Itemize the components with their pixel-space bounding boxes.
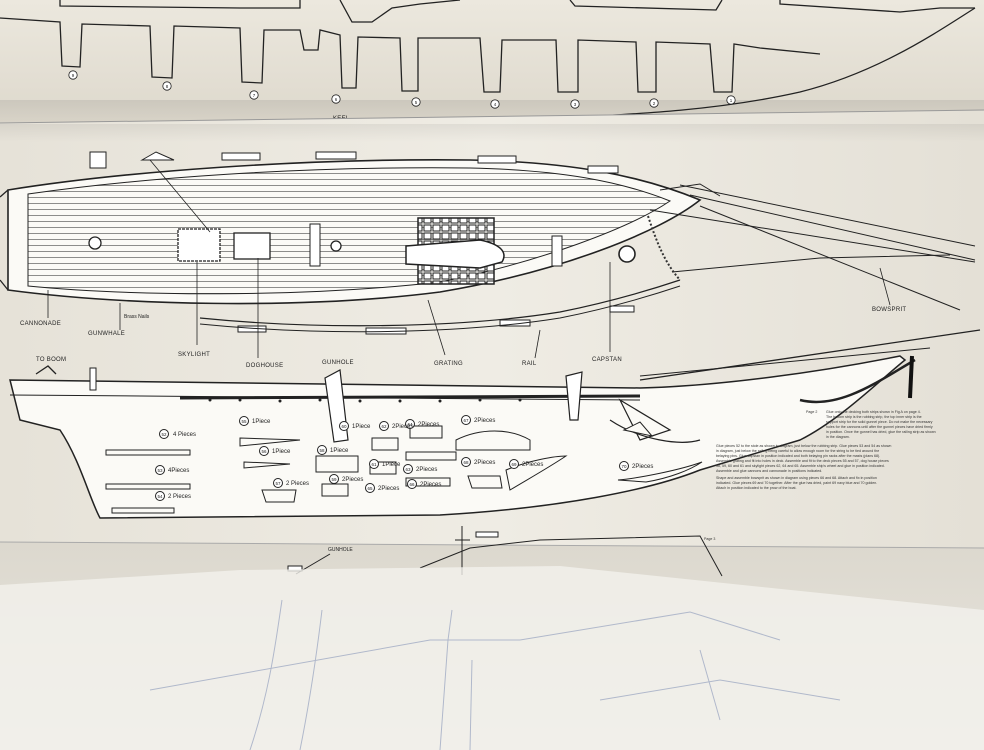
instruction-line-2: The bottom strip is the rubbing strip, t… [826, 415, 922, 419]
part-62-count: 2Pieces [392, 424, 413, 430]
part-53-count: 4Pieces [168, 468, 189, 474]
part-62-no: 62 [381, 424, 387, 429]
part-68-no: 68 [463, 460, 469, 465]
label-brass-nails: Brass Nails [124, 314, 150, 320]
rib-num-4: 4 [494, 102, 497, 107]
part-54-count: 2 Pieces [168, 494, 191, 500]
part-60-count: 1Piece [352, 424, 371, 430]
part-53-no: 53 [157, 468, 163, 473]
instruction-line-7: Glue pieces 52 to the stole as shown in … [716, 444, 891, 448]
rib-numbers: 9 8 7 6 5 4 3 2 1 [72, 73, 733, 107]
label-skylight: SKYLIGHT [178, 352, 210, 358]
part-57-no: 57 [275, 481, 281, 486]
rib-num-2: 2 [653, 101, 656, 106]
part-66-count: 2Pieces [420, 482, 441, 488]
instruction-line-13: Shape and assemble bowsprit as shown in … [716, 476, 877, 480]
instruction-line-1: Glue onto the decking both strips shown … [826, 410, 921, 414]
part-60-no: 60 [341, 424, 347, 429]
part-labels: 4 Pieces 4Pieces 2 Pieces 1Piece 1Piece … [157, 418, 653, 500]
instruction-line-6: in the diagram. [826, 435, 850, 439]
part-56-count: 1Piece [272, 449, 291, 455]
part-58-count: 1Piece [330, 448, 349, 454]
part-63-count: 2Pieces [416, 467, 437, 473]
part-61-count: 1Piece [382, 462, 401, 468]
instruction-line-4: holes for the cannons until after the gu… [826, 425, 933, 429]
part-67-count: 2Pieces [474, 418, 495, 424]
part-65-no: 65 [367, 486, 373, 491]
label-doghouse: DOGHOUSE [246, 363, 283, 369]
main-sheet: 4 Pieces 4Pieces 2 Pieces 1Piece 1Piece … [0, 109, 984, 548]
part-63-no: 63 [405, 467, 411, 472]
rib-num-7: 7 [253, 93, 256, 98]
label-to-boom: TO BOOM [36, 357, 66, 363]
label-rail: RAIL [522, 361, 537, 367]
instruction-line-12: Assemble and glue cannons and cannonade … [716, 469, 822, 473]
deck-plan [0, 151, 976, 359]
parts-set [105, 415, 703, 514]
part-70-count: 2Pieces [632, 464, 653, 470]
rib-num-8: 8 [166, 84, 169, 89]
instruction-line-5: in position. Once the gunnel has dried, … [826, 430, 936, 434]
part-61-no: 61 [371, 462, 377, 467]
label-gunhole: GUNHOLE [322, 360, 354, 366]
instruction-line-14: indicated. Glue pieces 69 and 70 togethe… [716, 481, 877, 485]
part-67-no: 67 [463, 418, 469, 423]
part-66-no: 66 [409, 482, 415, 487]
rib-num-3: 3 [574, 102, 577, 107]
part-70-no: 70 [621, 464, 627, 469]
rib-num-5: 5 [415, 100, 418, 105]
part-69-count: 2Pieces [522, 462, 543, 468]
instructions-block: Page 2 Glue onto the decking both strips… [716, 410, 936, 490]
rib-number-markers [68, 70, 736, 109]
part-57-count: 2 Pieces [286, 481, 309, 487]
label-gunhole-lower: GUNHOLE [328, 547, 353, 553]
deck-labels: CANNONADE GUNWHALE Brass Nails TO BOOM S… [20, 307, 906, 369]
label-cannonade: CANNONADE [20, 321, 61, 327]
part-64-count: 2Pieces [418, 422, 439, 428]
page2-label: Page 2 [806, 410, 817, 414]
part-52-count: 4 Pieces [173, 432, 196, 438]
label-bowsprit: BOWSPRIT [872, 307, 906, 313]
part-68-count: 2Pieces [474, 460, 495, 466]
lower-sheet: GUNHOLE Page 3 [0, 526, 984, 750]
part-56-no: 56 [261, 449, 267, 454]
part-54-no: 54 [157, 494, 163, 499]
part-59-no: 59 [331, 477, 337, 482]
part-52-no: 52 [161, 432, 167, 437]
instruction-line-11: 58, 59, 60 and 61 and skylight pieces 62… [716, 464, 885, 468]
top-sheet: 9 8 7 6 5 4 3 2 1 KEEL [0, 0, 984, 130]
instruction-line-10: Assemble grating and fit into holes in d… [716, 459, 889, 463]
rib-num-6: 6 [335, 97, 338, 102]
part-55-count: 1Piece [252, 419, 271, 425]
part-64-no: 64 [407, 422, 413, 427]
label-gunwhale: GUNWHALE [88, 331, 125, 337]
page3-label: Page 3 [704, 537, 715, 541]
part-65-count: 2Pieces [378, 486, 399, 492]
label-grating: GRATING [434, 361, 463, 367]
rib-num-9: 9 [72, 73, 75, 78]
instruction-line-8: in diagram, just below the railing being… [716, 449, 879, 453]
instruction-line-3: support strip for the solid gunnel piece… [826, 420, 933, 424]
part-58-no: 58 [319, 448, 325, 453]
part-55-no: 55 [241, 419, 247, 424]
label-capstan: CAPSTAN [592, 357, 622, 363]
part-69-no: 69 [511, 462, 517, 467]
rib-num-1: 1 [730, 98, 733, 103]
instruction-line-15: Attach in position indicated to the prow… [716, 486, 797, 490]
part-59-count: 2Pieces [342, 477, 363, 483]
instruction-line-9: belaying pins. Glue capstan in position … [716, 454, 880, 458]
